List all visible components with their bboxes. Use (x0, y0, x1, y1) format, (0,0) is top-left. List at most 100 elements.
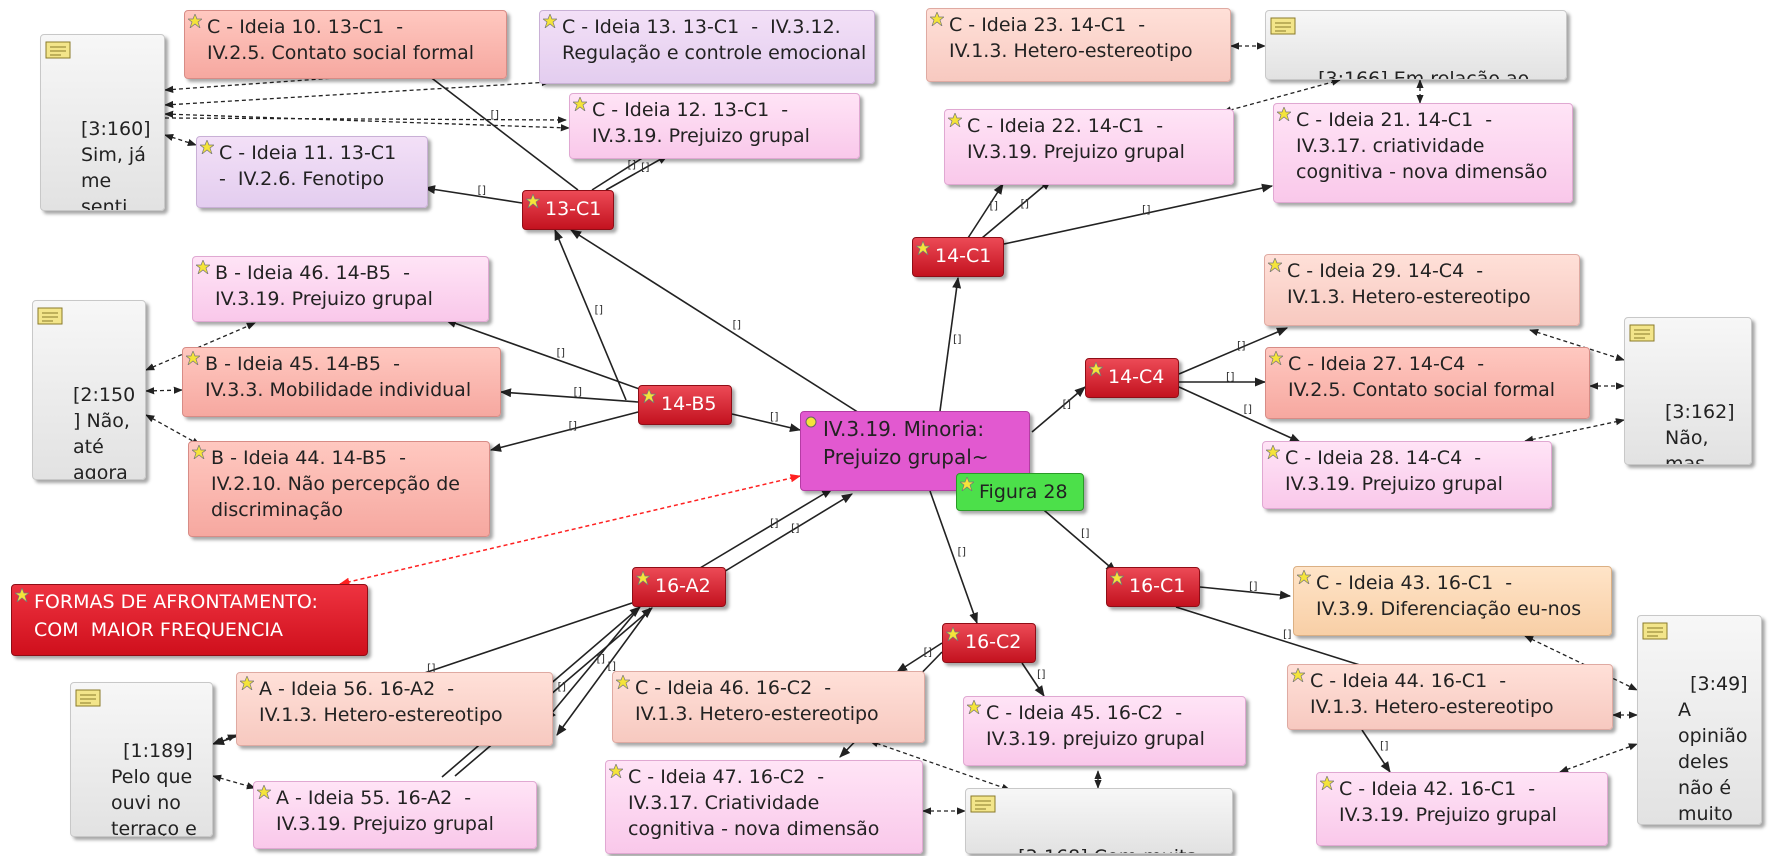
quotation-link (145, 386, 183, 395)
idea-c27-node[interactable]: C - Ideia 27. 14-C4 - IV.2.5. Contato so… (1265, 347, 1590, 419)
link-label: [] (953, 333, 962, 346)
relation-link (605, 154, 669, 191)
code-16-c2[interactable]: 16-C2 (942, 623, 1036, 663)
code-label: 14-B5 (661, 393, 717, 415)
code-16-c1[interactable]: 16-C1 (1106, 567, 1200, 607)
star-icon (240, 676, 254, 690)
relation-link (444, 319, 660, 397)
quote-3-160[interactable]: [3:160] Sim, já me senti discrimi nada,.… (40, 34, 165, 211)
quotation-link (1222, 78, 1341, 114)
star-icon (526, 194, 540, 208)
link-label: [] (791, 522, 800, 535)
quote-3-162[interactable]: [3:162] Não, mas também como... (1624, 317, 1752, 465)
quote-3-49[interactable]: [3:49] A opinião deles não é muito bo.. (1637, 615, 1762, 825)
idea-12-node[interactable]: C - Ideia 12. 13-C1 - IV.3.19. Prejuizo … (569, 93, 860, 159)
quotation-link (1524, 418, 1625, 443)
quote-2-150[interactable]: [2:150 ] Não, até agora não perc... (32, 300, 146, 480)
formas-label: FORMAS DE AFRONTAMENTO: COM MAIOR FREQUE… (34, 591, 318, 641)
star-icon (1110, 571, 1124, 585)
relation-link (699, 488, 833, 569)
idea-label: C - Ideia 22. 14-C1 - IV.3.19. Prejuizo … (967, 115, 1185, 163)
idea-11-node[interactable]: C - Ideia 11. 13-C1 - IV.2.6. Fenotipo (196, 136, 428, 208)
idea-label: C - Ideia 46. 16-C2 - IV.1.3. Hetero-est… (635, 677, 879, 725)
idea-b46-node[interactable]: B - Ideia 46. 14-B5 - IV.3.19. Prejuizo … (192, 256, 489, 322)
idea-10-node[interactable]: C - Ideia 10. 13-C1 - IV.2.5. Contato so… (184, 10, 507, 79)
quote-text: [3:160] Sim, já me senti discrimi nada,.… (81, 118, 151, 211)
star-icon (543, 14, 557, 28)
relation-link (1003, 183, 1274, 245)
relation-link (1178, 386, 1302, 443)
quote-text: [2:150 ] Não, até agora não perc... (73, 384, 136, 480)
quote-1-189[interactable]: [1:189] Pelo que ouvi no terraço e pel.. (70, 682, 213, 837)
star-icon (609, 764, 623, 778)
idea-22-node[interactable]: C - Ideia 22. 14-C1 - IV.3.19. Prejuizo … (944, 109, 1234, 185)
link-label: [] (1063, 398, 1072, 411)
star-icon (196, 260, 210, 274)
idea-c46-node[interactable]: C - Ideia 46. 16-C2 - IV.1.3. Hetero-est… (612, 671, 925, 743)
code-16-a2[interactable]: 16-A2 (632, 567, 726, 607)
star-icon (1277, 107, 1291, 121)
idea-c47-node[interactable]: C - Ideia 47. 16-C2 - IV.3.17. Criativid… (605, 760, 923, 854)
relation-link (929, 490, 978, 625)
idea-c44-node[interactable]: C - Ideia 44. 16-C1 - IV.1.3. Hetero-est… (1287, 664, 1613, 730)
relation-link (939, 276, 962, 412)
quote-text: [3:166] Em relação ao trabalho que faz.. (1318, 68, 1530, 80)
idea-a55-node[interactable]: A - Ideia 55. 16-A2 - IV.3.19. Prejuizo … (253, 781, 537, 849)
idea-c42-node[interactable]: C - Ideia 42. 16-C1 - IV.3.19. Prejuizo … (1316, 772, 1608, 846)
relation-link (981, 179, 1052, 239)
quotation-icon (1629, 324, 1655, 342)
idea-label: C - Ideia 11. 13-C1 - IV.2.6. Fenotipo (219, 142, 397, 190)
link-label: [] (770, 410, 779, 423)
idea-label: C - Ideia 45. 16-C2 - IV.3.19. prejuizo … (986, 702, 1205, 750)
quotation-link (212, 734, 237, 745)
idea-c28-node[interactable]: C - Ideia 28. 14-C4 - IV.3.19. Prejuizo … (1262, 441, 1552, 509)
relation-link (1175, 606, 1384, 674)
idea-b44-node[interactable]: B - Ideia 44. 14-B5 - IV.2.10. Não perce… (188, 441, 490, 537)
quotation-icon (1270, 17, 1296, 35)
formas-afrontamento-node[interactable]: FORMAS DE AFRONTAMENTO: COM MAIOR FREQUE… (11, 584, 368, 656)
figura-node[interactable]: Figura 28 (956, 473, 1084, 511)
idea-21-node[interactable]: C - Ideia 21. 14-C1 - IV.3.17. criativid… (1273, 103, 1573, 203)
star-icon (946, 627, 960, 641)
red-relation-link (338, 474, 802, 586)
idea-23-node[interactable]: C - Ideia 23. 14-C1 - IV.1.3. Hetero-est… (926, 8, 1231, 82)
star-icon (930, 12, 944, 26)
idea-c43-node[interactable]: C - Ideia 43. 16-C1 - IV.3.9. Diferencia… (1293, 566, 1612, 636)
quote-3-166[interactable]: [3:166] Em relação ao trabalho que faz.. (1265, 10, 1567, 80)
code-14-c1[interactable]: 14-C1 (912, 237, 1004, 277)
code-13-c1[interactable]: 13-C1 (522, 190, 614, 230)
quotation-icon (970, 795, 996, 813)
code-14-c4[interactable]: 14-C4 (1085, 358, 1179, 398)
idea-13-node[interactable]: C - Ideia 13. 13-C1 - IV.3.12. Regulação… (539, 10, 875, 84)
star-icon (1269, 351, 1283, 365)
link-label: [] (1226, 370, 1235, 383)
quotation-icon (1642, 622, 1668, 640)
code-label: 16-C2 (965, 631, 1022, 653)
idea-label: C - Ideia 43. 16-C1 - IV.3.9. Diferencia… (1316, 572, 1582, 620)
star-icon (573, 97, 587, 111)
star-icon (1320, 776, 1334, 790)
link-label: [] (427, 662, 436, 675)
star-icon (948, 113, 962, 127)
code-label: 13-C1 (545, 198, 602, 220)
relation-link (499, 388, 639, 403)
idea-c29-node[interactable]: C - Ideia 29. 14-C4 - IV.1.3. Hetero-est… (1264, 254, 1580, 326)
central-code-label: IV.3.19. Minoria: Prejuizo grupal~ (823, 417, 989, 469)
idea-b45-node[interactable]: B - Ideia 45. 14-B5 - IV.3.3. Mobilidade… (182, 347, 501, 417)
code-label: 14-C1 (935, 245, 992, 267)
idea-a56-node[interactable]: A - Ideia 56. 16-A2 - IV.1.3. Hetero-est… (236, 672, 553, 746)
idea-label: C - Ideia 47. 16-C2 - IV.3.17. Criativid… (628, 766, 880, 840)
idea-label: C - Ideia 27. 14-C4 - IV.2.5. Contato so… (1288, 353, 1556, 401)
idea-c45-node[interactable]: C - Ideia 45. 16-C2 - IV.3.19. prejuizo … (963, 696, 1246, 766)
code-14-b5[interactable]: 14-B5 (638, 385, 732, 425)
idea-label: C - Ideia 13. 13-C1 - IV.3.12. Regulação… (562, 16, 867, 64)
quotation-link (145, 322, 256, 371)
star-icon (916, 241, 930, 255)
idea-label: C - Ideia 28. 14-C4 - IV.3.19. Prejuizo … (1285, 447, 1503, 495)
link-label: [] (958, 545, 967, 558)
idea-label: B - Ideia 46. 14-B5 - IV.3.19. Prejuizo … (215, 262, 433, 310)
link-label: [] (1283, 628, 1292, 641)
quote-3-168[interactable]: [3:168] Com muita tristeza, comparto c.. (965, 788, 1233, 854)
relation-link (721, 493, 853, 574)
